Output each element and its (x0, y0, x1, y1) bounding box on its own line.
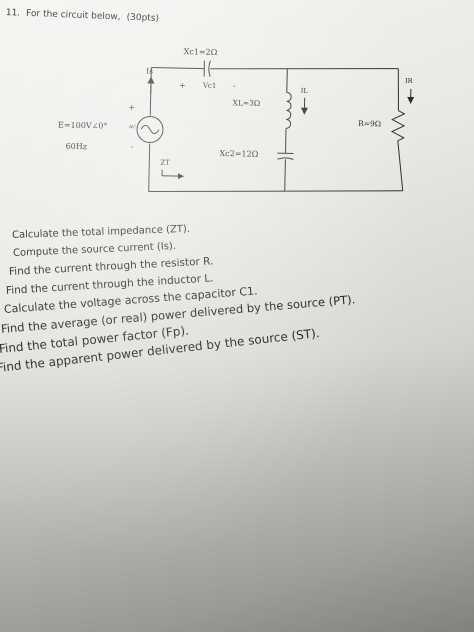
label-ac: AC (128, 124, 136, 130)
label-r: R=9Ω (358, 119, 381, 128)
label-vc1-minus: - (233, 81, 236, 90)
inductor-l (285, 91, 292, 129)
label-is: Is (146, 66, 153, 75)
label-source: E=100V∠0° (58, 121, 108, 131)
wire-top-left (151, 67, 205, 70)
wire-left-lower (148, 143, 151, 192)
zt-arrow (161, 169, 185, 180)
wire-mid-bottom (284, 159, 286, 192)
label-vc1-plus: + (179, 81, 186, 90)
label-il: IL (301, 87, 309, 95)
label-source-plus: + (128, 103, 135, 112)
wire-top-right (210, 68, 399, 70)
label-zt: ZT (160, 159, 170, 167)
label-freq: 60Hz (66, 142, 88, 151)
label-xc1: Xc1=2Ω (184, 47, 218, 57)
ir-arrow (407, 88, 415, 104)
wire-mid-top (286, 68, 288, 93)
label-ir: IR (405, 77, 414, 85)
resistor-r (390, 110, 406, 142)
wire-right-bottom (397, 140, 404, 191)
question-1: Calculate the total impedance (ZT). (11, 223, 191, 241)
wire-right-top (397, 68, 399, 111)
il-arrow (300, 97, 308, 115)
label-xl: XL=3Ω (232, 98, 260, 108)
ac-source (136, 115, 164, 143)
label-source-minus: - (131, 142, 134, 151)
capacitor-c1 (203, 60, 211, 77)
is-arrow (147, 76, 155, 94)
label-xc2: Xc2=12Ω (219, 149, 258, 159)
wire-bottom (148, 190, 403, 192)
wire-mid-center (285, 128, 287, 154)
capacitor-c2 (277, 152, 294, 160)
question-2: Compute the source current (Is). (12, 240, 177, 259)
label-vc1: Vc1 (202, 82, 217, 90)
